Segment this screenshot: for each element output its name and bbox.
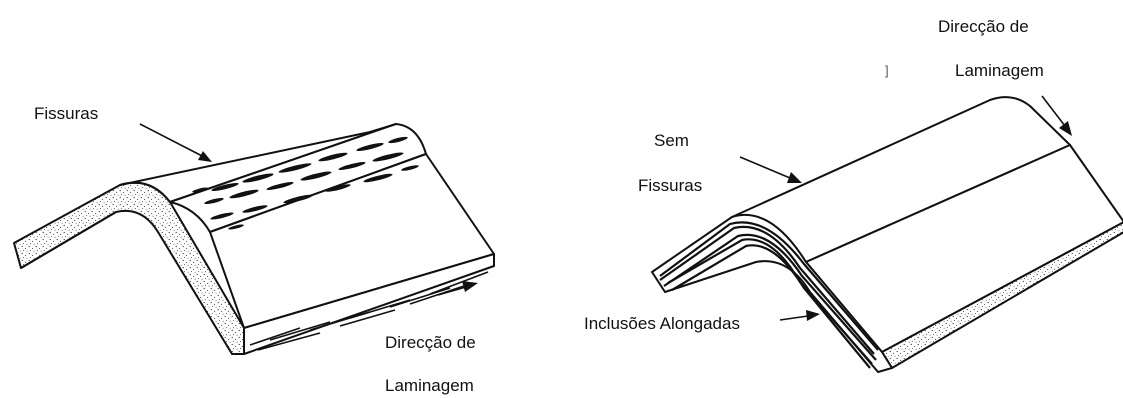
stray-mark: ] — [885, 61, 889, 81]
no-cracks-arrow — [740, 157, 802, 183]
label-right-direction-line2: Laminagem — [955, 61, 1044, 81]
label-right-direction-line1: Direcção de — [938, 17, 1029, 37]
label-no-cracks-line1: Sem — [654, 131, 689, 151]
cracks-arrow — [140, 124, 212, 162]
label-cracks: Fissuras — [34, 104, 98, 124]
label-inclusions: Inclusões Alongadas — [584, 314, 740, 334]
inclusions-arrow — [780, 310, 820, 321]
label-left-direction-line2: Laminagem — [385, 376, 474, 396]
label-no-cracks-line2: Fissuras — [638, 176, 702, 196]
label-left-direction-line1: Direcção de — [385, 333, 476, 353]
left-specimen — [14, 124, 494, 354]
